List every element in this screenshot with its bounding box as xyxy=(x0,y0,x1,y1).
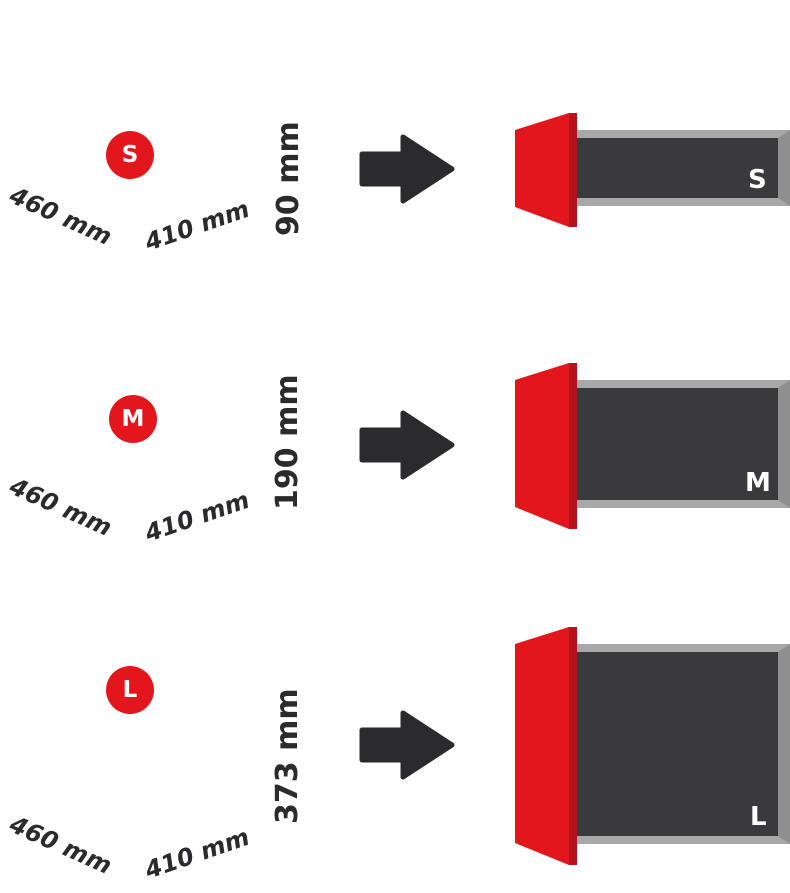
drawer-size-letter-m: M xyxy=(745,468,771,498)
height-label-s: 90 mm xyxy=(271,121,306,236)
drawer-size-letter-l: L xyxy=(750,802,767,832)
size-badge-m: M xyxy=(109,395,157,443)
drawer-row-m: M 460 mm 410 mm 190 mm M xyxy=(0,290,790,560)
depth-label-s: 460 mm xyxy=(5,181,116,251)
size-badge-l: L xyxy=(106,666,154,714)
drawer-row-s: S 460 mm 410 mm 90 mm S xyxy=(0,0,790,290)
height-label-m: 190 mm xyxy=(270,374,305,510)
depth-label-l: 460 mm xyxy=(5,810,116,880)
size-badge-s: S xyxy=(106,131,154,179)
arrow-right-icon xyxy=(359,710,455,780)
width-label-s: 410 mm xyxy=(141,194,254,257)
drawer-illustration-m xyxy=(515,363,790,529)
drawer-illustration-s xyxy=(515,113,790,227)
depth-label-m: 460 mm xyxy=(5,472,116,542)
arrow-right-icon xyxy=(359,410,455,480)
drawer-illustration-l xyxy=(515,627,790,865)
arrow-right-icon xyxy=(359,134,455,204)
drawer-size-letter-s: S xyxy=(748,165,767,195)
drawer-row-l: L 460 mm 410 mm 373 mm L xyxy=(0,560,790,893)
width-label-m: 410 mm xyxy=(141,485,254,548)
height-label-l: 373 mm xyxy=(270,688,305,824)
width-label-l: 410 mm xyxy=(141,822,254,885)
